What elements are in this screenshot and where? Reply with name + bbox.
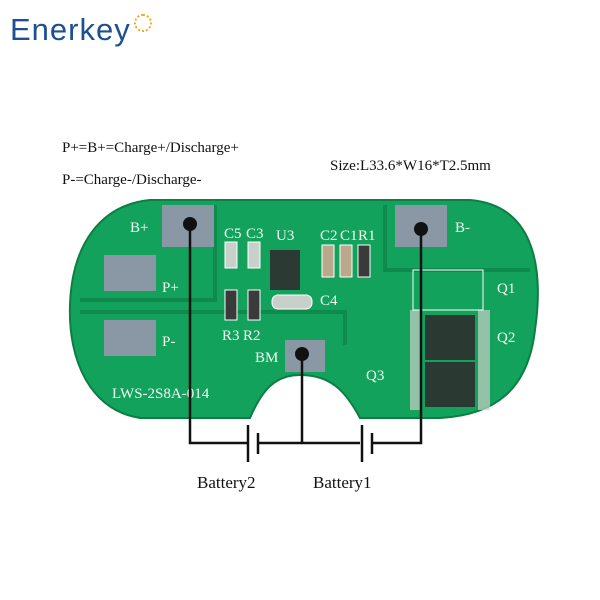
label-r1: R1 bbox=[358, 228, 376, 244]
label-c4: C4 bbox=[320, 293, 338, 309]
connection-dot-b-minus bbox=[414, 222, 428, 236]
mosfet-q2 bbox=[425, 315, 475, 360]
label-u3: U3 bbox=[276, 228, 294, 244]
label-c3: C3 bbox=[246, 226, 264, 242]
mosfet-q3 bbox=[425, 362, 475, 407]
label-bm: BM bbox=[255, 350, 278, 366]
pad-p-minus bbox=[104, 320, 156, 356]
board-model: LWS-2S8A-014 bbox=[112, 386, 210, 402]
battery2-symbol bbox=[246, 425, 260, 462]
enerkey-logo: Enerkey bbox=[10, 12, 152, 48]
label-c1: C1 bbox=[340, 228, 358, 244]
label-q2: Q2 bbox=[497, 330, 515, 346]
wiring bbox=[188, 224, 423, 445]
sun-icon bbox=[134, 14, 152, 32]
p-plus-note: P+=B+=Charge+/Discharge+ bbox=[62, 140, 239, 156]
label-p-minus: P- bbox=[162, 334, 175, 350]
label-q1: Q1 bbox=[497, 281, 515, 297]
label-r3: R3 bbox=[222, 328, 240, 344]
size-note: Size:L33.6*W16*T2.5mm bbox=[330, 158, 491, 174]
label-b-minus: B- bbox=[455, 220, 470, 236]
label-b-plus: B+ bbox=[130, 220, 148, 236]
pad-p-plus bbox=[104, 255, 156, 291]
connection-dot-b-plus bbox=[183, 217, 197, 231]
battery1-label: Battery1 bbox=[313, 473, 372, 492]
label-r2: R2 bbox=[243, 328, 261, 344]
label-c2: C2 bbox=[320, 228, 338, 244]
battery2-label: Battery2 bbox=[197, 473, 256, 492]
label-q3: Q3 bbox=[366, 368, 384, 384]
ic-u3 bbox=[270, 250, 300, 290]
connection-dot-bm bbox=[295, 347, 309, 361]
label-p-plus: P+ bbox=[162, 280, 179, 296]
p-minus-note: P-=Charge-/Discharge- bbox=[62, 172, 202, 188]
battery1-symbol bbox=[360, 425, 374, 462]
label-c5: C5 bbox=[224, 226, 242, 242]
